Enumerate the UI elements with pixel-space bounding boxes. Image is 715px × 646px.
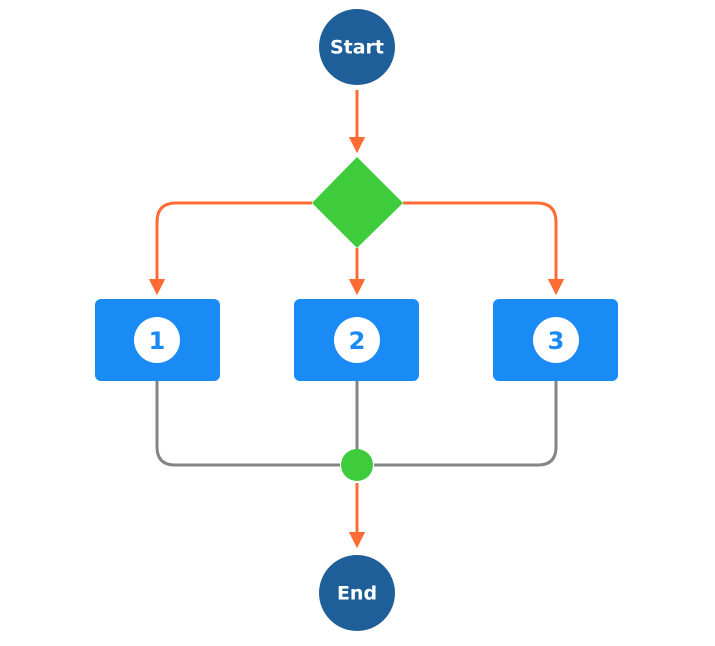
arrow-decision-to-step-1 bbox=[148, 201, 312, 296]
decision-node bbox=[312, 157, 403, 248]
process-step-3: 3 bbox=[493, 299, 618, 381]
merge-line-step-3 bbox=[374, 381, 558, 467]
step-3-number: 3 bbox=[548, 327, 565, 355]
merge-line-step-1 bbox=[155, 381, 340, 467]
step-2-number: 2 bbox=[349, 327, 366, 355]
merge-junction-dot bbox=[341, 449, 373, 481]
process-step-1: 1 bbox=[95, 299, 220, 381]
start-node: Start bbox=[319, 9, 395, 85]
step-1-number: 1 bbox=[149, 327, 166, 355]
arrow-decision-to-step-3 bbox=[403, 201, 565, 296]
process-step-2: 2 bbox=[294, 299, 419, 381]
end-node: End bbox=[319, 555, 395, 631]
end-label: End bbox=[337, 583, 377, 605]
start-label: Start bbox=[330, 37, 384, 59]
